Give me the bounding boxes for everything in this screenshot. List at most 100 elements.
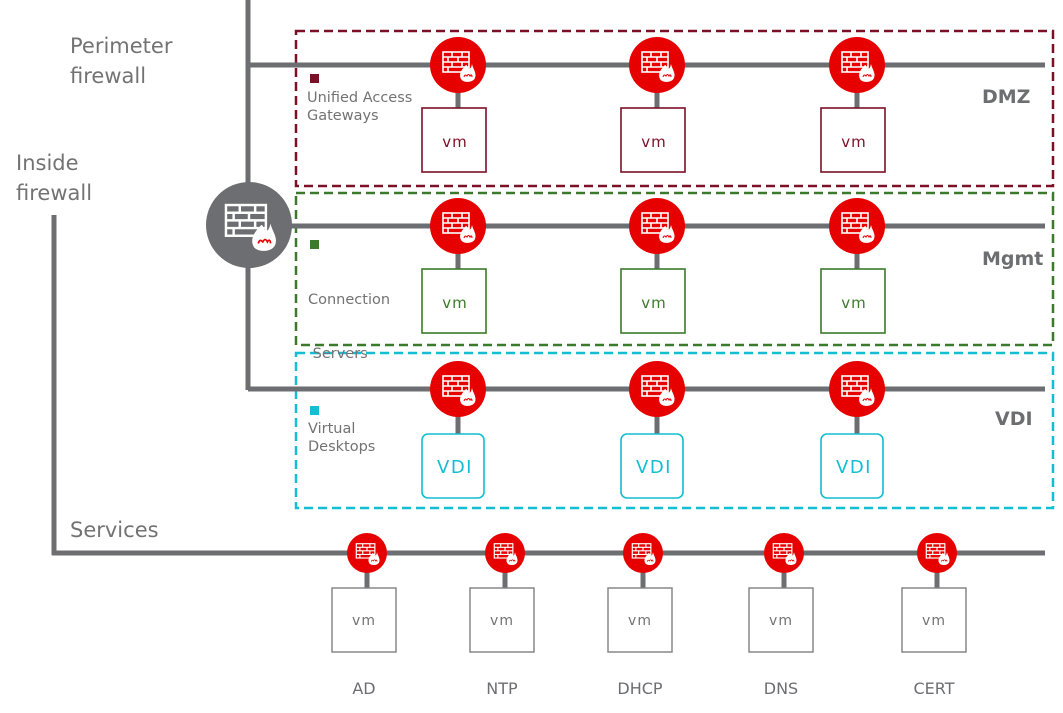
zone-node: vm xyxy=(620,37,686,173)
services: vm vm vm vm vm xyxy=(331,533,967,653)
inside-firewall-line-2: firewall xyxy=(16,181,93,205)
firewall-circle xyxy=(829,37,885,93)
zone-node: vm xyxy=(421,37,487,173)
zone-border-mgmt xyxy=(294,191,1055,347)
zone-title-vdi: VDI xyxy=(995,408,1033,430)
vm-box-label: vm xyxy=(841,294,867,312)
vm-box xyxy=(820,433,884,499)
zone-firewall xyxy=(829,198,885,254)
firewall-circle xyxy=(629,37,685,93)
zone-node: VDI xyxy=(421,361,486,499)
zone-desc-line: Virtual xyxy=(308,421,356,437)
firewall-circle xyxy=(430,37,486,93)
perimeter-firewall-line-2: firewall xyxy=(70,64,147,88)
service-ntp: vm xyxy=(469,533,535,653)
vm-box xyxy=(748,587,814,653)
zone-firewall xyxy=(629,361,685,417)
service-firewall xyxy=(347,533,387,573)
zone-desc-mgmt: Connection Servers xyxy=(308,255,390,381)
inside-firewall xyxy=(206,182,292,268)
zone-desc-line: Servers xyxy=(308,346,368,362)
firewall-circle xyxy=(629,361,685,417)
vm-box xyxy=(421,433,485,499)
inside-firewall-icon xyxy=(206,182,292,268)
zone-firewall xyxy=(629,37,685,93)
zone-node: VDI xyxy=(620,361,685,499)
zone-mgmt: vm vm vm xyxy=(248,191,1055,347)
service-name-ntp: NTP xyxy=(486,679,518,698)
service-firewall xyxy=(917,533,957,573)
zone-node: vm xyxy=(620,198,686,334)
vm-box-label: vm xyxy=(442,294,468,312)
vm-box-label: vm xyxy=(922,613,946,629)
service-firewall xyxy=(764,533,804,573)
vm-box xyxy=(620,433,684,499)
firewall-circle xyxy=(430,361,486,417)
firewall-circle xyxy=(206,182,292,268)
firewall-circle xyxy=(623,533,663,573)
vm-box-label: vm xyxy=(490,613,514,629)
legend-square-mgmt xyxy=(310,240,319,249)
vm-box-label: vm xyxy=(641,133,667,151)
zone-firewall xyxy=(430,361,486,417)
vm-box xyxy=(620,107,686,173)
service-name-dns: DNS xyxy=(763,679,799,698)
zone-desc-line: Unified Access xyxy=(307,90,413,106)
service-firewall xyxy=(623,533,663,573)
services-label: Services xyxy=(70,518,159,542)
zone-title-dmz: DMZ xyxy=(982,86,1031,108)
vm-box xyxy=(901,587,967,653)
service-name-cert: CERT xyxy=(913,679,955,698)
perimeter-firewall-label: Perimeter firewall xyxy=(70,31,172,91)
zone-desc-dmz: Unified Access Gateways xyxy=(307,89,412,125)
vm-box xyxy=(469,587,535,653)
zone-dmz: vm vm vm xyxy=(248,29,1055,188)
service-firewall xyxy=(485,533,525,573)
service-name-dhcp: DHCP xyxy=(617,679,663,698)
zone-node: vm xyxy=(820,37,886,173)
firewall-circle xyxy=(764,533,804,573)
vm-box-label: vm xyxy=(352,613,376,629)
vm-box xyxy=(421,107,487,173)
zone-desc-line: Gateways xyxy=(307,108,379,124)
firewall-circle xyxy=(917,533,957,573)
zone-vdi: VDI VDI VDI xyxy=(248,351,1055,510)
vm-box-label: VDI xyxy=(836,457,872,478)
zone-desc-vdi: Virtual Desktops xyxy=(308,420,375,456)
zone-border-dmz xyxy=(294,29,1055,188)
vm-box-label: vm xyxy=(442,133,468,151)
zone-node: vm xyxy=(421,198,487,334)
vm-box-label: vm xyxy=(841,133,867,151)
service-dns: vm xyxy=(748,533,814,653)
service-ad: vm xyxy=(331,533,397,653)
zone-firewall xyxy=(629,198,685,254)
zone-firewall xyxy=(430,198,486,254)
vm-box-label: VDI xyxy=(437,457,473,478)
service-dhcp: vm xyxy=(607,533,673,653)
vm-box-label: vm xyxy=(769,613,793,629)
vm-box-label: vm xyxy=(641,294,667,312)
firewall-circle xyxy=(347,533,387,573)
firewall-circle xyxy=(829,198,885,254)
zone-firewall xyxy=(430,37,486,93)
zone-firewall xyxy=(829,37,885,93)
zone-title-mgmt: Mgmt xyxy=(982,248,1044,270)
vm-box xyxy=(607,587,673,653)
vm-box xyxy=(421,268,487,334)
vm-box-label: VDI xyxy=(636,457,672,478)
legend-square-dmz xyxy=(310,74,319,83)
vm-box xyxy=(820,107,886,173)
service-cert: vm xyxy=(901,533,967,653)
vm-box-label: vm xyxy=(628,613,652,629)
vm-box xyxy=(331,587,397,653)
inside-firewall-label: Inside firewall xyxy=(16,148,92,208)
zone-desc-line: Desktops xyxy=(308,439,376,455)
inside-firewall-line-1: Inside xyxy=(16,151,79,175)
wires xyxy=(51,0,1045,556)
zone-desc-line: Connection xyxy=(308,292,391,308)
service-name-ad: AD xyxy=(352,679,376,698)
legend-square-vdi xyxy=(310,406,319,415)
zone-node: vm xyxy=(820,198,886,334)
firewall-circle xyxy=(485,533,525,573)
